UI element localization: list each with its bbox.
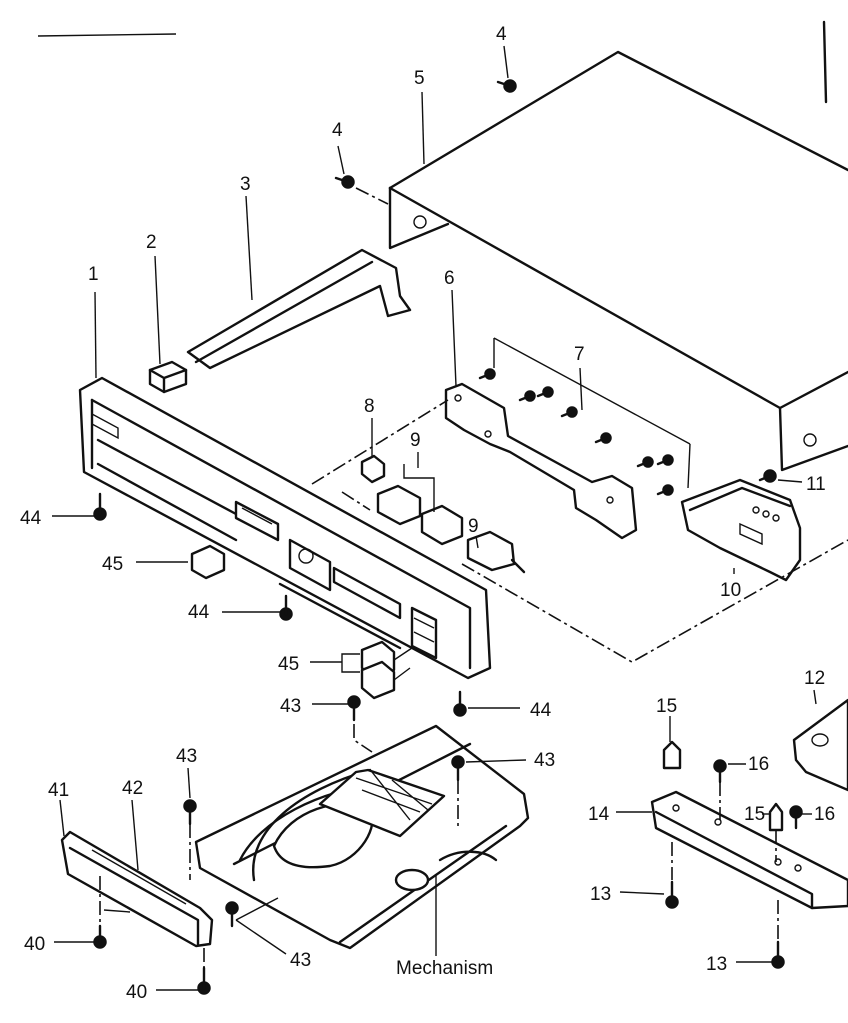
label-part-14: 14 — [588, 804, 610, 825]
label-part-2: 2 — [146, 232, 157, 253]
label-part-6: 6 — [444, 268, 455, 289]
knob-part-2 — [148, 360, 188, 394]
label-part-42: 42 — [122, 778, 143, 799]
label-part-43-top: 43 — [280, 696, 301, 717]
label-part-3: 3 — [240, 174, 251, 195]
part-labels: 1 2 3 4 4 5 6 7 8 9 9 10 11 12 13 13 14 … — [20, 24, 835, 1003]
screw-40-b — [197, 966, 211, 995]
spacer-15-a — [662, 740, 682, 770]
top-left-mark — [37, 33, 177, 37]
label-part-13-b: 13 — [706, 954, 727, 975]
label-part-10: 10 — [720, 580, 741, 601]
end-bracket-part-10 — [680, 478, 802, 582]
screw-43-right — [451, 755, 465, 782]
label-part-44-mid: 44 — [188, 602, 210, 623]
label-part-43-left: 43 — [176, 746, 197, 767]
screw-40-a — [93, 924, 107, 949]
label-part-45-right: 45 — [278, 654, 299, 675]
label-part-4-top: 4 — [496, 24, 507, 45]
label-part-12: 12 — [804, 668, 825, 689]
top-cover — [388, 20, 848, 472]
label-part-40-a: 40 — [24, 934, 45, 955]
screw-43-bottom — [225, 901, 239, 928]
label-part-1: 1 — [88, 264, 99, 285]
screw-16-a — [713, 759, 727, 784]
screw-44-left — [93, 492, 107, 521]
buttons-part-45 — [190, 544, 396, 700]
screw-43-top — [347, 695, 361, 722]
label-part-7: 7 — [574, 344, 585, 365]
screw-4-top — [496, 79, 517, 93]
bracket-part-6 — [444, 382, 638, 540]
label-part-43-bottom: 43 — [290, 950, 311, 971]
label-part-9-right: 9 — [468, 516, 479, 537]
screw-11 — [758, 469, 777, 483]
label-part-15-a: 15 — [656, 696, 677, 717]
screw-4-left — [334, 175, 355, 189]
alignment-lines — [99, 187, 848, 968]
part-12 — [792, 698, 848, 792]
label-part-13-a: 13 — [590, 884, 611, 905]
label-part-4-left: 4 — [332, 120, 343, 141]
spacer-15-b — [768, 802, 784, 832]
screw-13-a — [665, 880, 679, 909]
label-part-11: 11 — [806, 474, 826, 495]
label-part-16-b: 16 — [814, 804, 835, 825]
pcb-part-14 — [650, 790, 848, 910]
label-part-44-right: 44 — [530, 700, 552, 721]
connectors-part-8-9 — [360, 454, 526, 574]
screw-16-b — [789, 805, 803, 830]
leader-lines — [52, 45, 817, 991]
label-part-40-b: 40 — [126, 982, 147, 1003]
label-part-9-left: 9 — [410, 430, 421, 451]
label-part-8: 8 — [364, 396, 375, 417]
mechanism-tray — [194, 724, 530, 950]
screw-44-mid — [279, 594, 293, 621]
screws — [93, 79, 803, 995]
label-mechanism: Mechanism — [396, 958, 493, 979]
screw-group-part-7 — [478, 337, 691, 496]
door-lever — [186, 248, 412, 370]
label-part-43-right: 43 — [534, 750, 555, 771]
label-part-16-a: 16 — [748, 754, 769, 775]
front-panel — [78, 376, 492, 680]
screw-43-left — [183, 799, 197, 826]
screw-44-right — [453, 690, 467, 717]
label-part-41: 41 — [48, 780, 69, 801]
label-part-45-left: 45 — [102, 554, 123, 575]
screw-13-b — [771, 940, 785, 969]
label-part-44-left: 44 — [20, 508, 42, 529]
label-part-15-b: 15 — [744, 804, 765, 825]
label-part-5: 5 — [414, 68, 425, 89]
assembly-part-41-42 — [60, 830, 214, 948]
